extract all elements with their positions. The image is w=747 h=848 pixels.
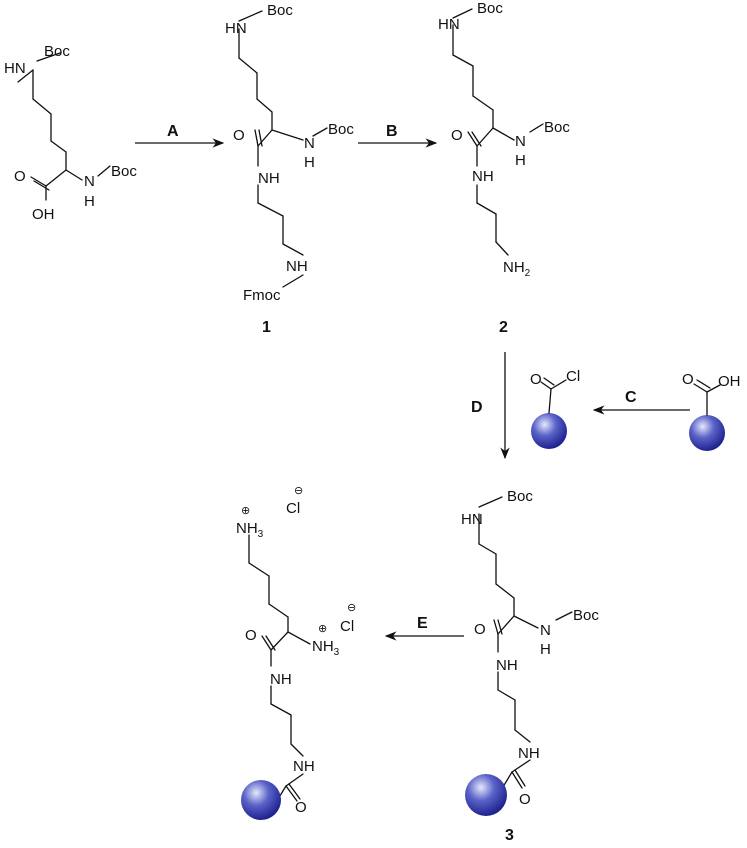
bead-icon	[465, 774, 507, 816]
step-a-arrow: A	[135, 123, 225, 148]
boc-label: Boc	[44, 43, 70, 60]
boc-label: Boc	[111, 163, 137, 180]
cl-label: Cl	[566, 368, 580, 385]
nh2-label: NH2	[503, 259, 531, 279]
bead-icon	[241, 780, 281, 820]
n-label: N	[304, 135, 315, 152]
h-label: H	[540, 641, 551, 658]
positive-charge-icon: ⊕	[241, 505, 250, 517]
compound-2: Boc HN O N H Boc NH NH2 2	[438, 0, 570, 336]
n-label: N	[515, 133, 526, 150]
nh-label: NH	[518, 745, 540, 762]
o-label: O	[530, 371, 542, 388]
o-label: O	[233, 127, 245, 144]
step-label-a: A	[167, 123, 179, 140]
o-label: O	[682, 371, 694, 388]
nh-label: NH	[496, 657, 518, 674]
boc-label: Boc	[328, 121, 354, 138]
nh3-label: NH3	[312, 638, 340, 658]
o-label: O	[14, 168, 26, 185]
starting-material: Boc HN O OH N H Boc	[4, 43, 137, 223]
step-label-c: C	[625, 389, 637, 406]
h-label: H	[515, 152, 526, 169]
nh-label: NH	[270, 671, 292, 688]
fmoc-label: Fmoc	[243, 287, 281, 304]
n-label: N	[540, 622, 551, 639]
step-e-arrow: E	[384, 615, 464, 641]
o-label: O	[474, 621, 486, 638]
h-label: H	[84, 193, 95, 210]
compound-1-number: 1	[262, 319, 271, 336]
o-label: O	[451, 127, 463, 144]
acid-chloride-bead: O Cl	[530, 368, 580, 449]
oh-label: OH	[32, 206, 55, 223]
boc-label: Boc	[507, 488, 533, 505]
oh-label: OH	[718, 373, 741, 390]
nh-label: NH	[472, 168, 494, 185]
positive-charge-icon: ⊕	[318, 623, 327, 635]
boc-label: Boc	[267, 2, 293, 19]
hn-label: HN	[4, 60, 26, 77]
nh-label: NH	[286, 258, 308, 275]
hn-label: HN	[438, 16, 460, 33]
bead-icon	[531, 413, 567, 449]
step-b-arrow: B	[358, 123, 438, 148]
compound-3-number: 3	[505, 827, 514, 844]
o-label: O	[519, 791, 531, 808]
negative-charge-icon: ⊖	[347, 602, 356, 614]
boc-label: Boc	[477, 0, 503, 17]
cl-label: Cl	[286, 500, 300, 517]
step-d-arrow: D	[471, 352, 510, 460]
boc-label: Boc	[544, 119, 570, 136]
step-c-arrow: C	[592, 389, 690, 415]
nh-label: NH	[293, 758, 315, 775]
hn-label: HN	[225, 20, 247, 37]
bead-icon	[689, 415, 725, 451]
boc-label: Boc	[573, 607, 599, 624]
carboxylic-acid-bead: O OH	[682, 371, 741, 451]
compound-3: Boc HN O N H Boc NH NH O 3	[461, 488, 599, 844]
step-label-b: B	[386, 123, 398, 140]
compound-2-number: 2	[499, 319, 508, 336]
step-label-e: E	[417, 615, 428, 632]
compound-1: Boc HN O N H Boc NH NH Fmoc 1	[225, 2, 354, 336]
o-label: O	[295, 799, 307, 816]
nh3-label: NH3	[236, 520, 264, 540]
hn-label: HN	[461, 511, 483, 528]
h-label: H	[304, 154, 315, 171]
cl-label: Cl	[340, 618, 354, 635]
step-label-d: D	[471, 399, 483, 416]
nh-label: NH	[258, 170, 280, 187]
o-label: O	[245, 627, 257, 644]
final-product: ⊕ NH3 ⊖ Cl O ⊕ NH3 ⊖ Cl NH NH O	[236, 485, 356, 820]
negative-charge-icon: ⊖	[294, 485, 303, 497]
n-label: N	[84, 173, 95, 190]
